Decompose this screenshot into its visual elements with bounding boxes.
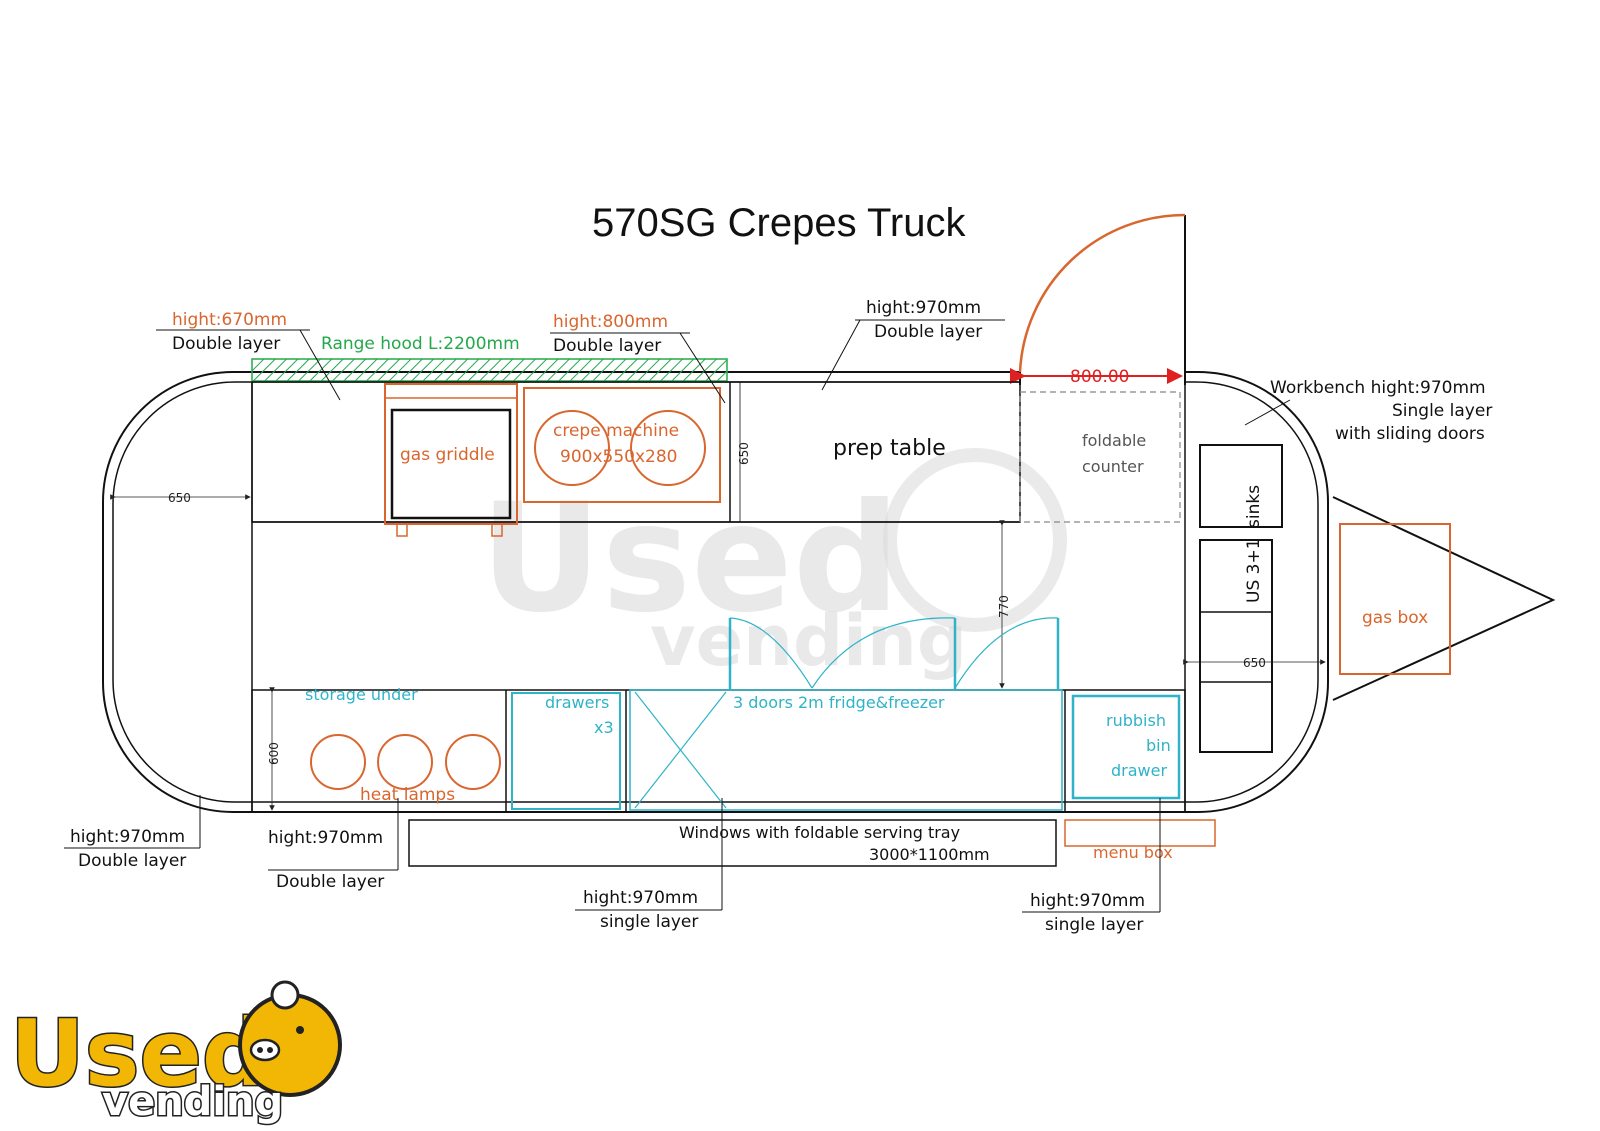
rubbish-label-1: rubbish: [1106, 711, 1166, 730]
gas-griddle-label: gas griddle: [400, 445, 495, 465]
prep-table-label: prep table: [833, 436, 946, 461]
lamps-layer-label: Double layer: [276, 872, 384, 892]
heat-lamp-icon: [445, 734, 501, 790]
workbench-label-3: with sliding doors: [1335, 424, 1485, 444]
crepe-machine: crepe machine 900x550x280: [523, 387, 721, 503]
door-swing-arc: [1018, 213, 1186, 373]
sink-depth-dim: 650: [1243, 656, 1266, 670]
heat-lamps-label: heat lamps: [360, 785, 455, 805]
serving-window: [408, 819, 1057, 867]
counter-depth-dim: 650: [737, 442, 751, 465]
crepe-height-label: hight:800mm: [553, 312, 668, 332]
aisle-dim: 770: [997, 595, 1011, 618]
menu-box: [1064, 819, 1216, 847]
sinks-label: sinks: [1244, 485, 1264, 528]
sinks: sinks US 3+1: [1199, 444, 1283, 753]
lower-depth-dim: 600: [267, 742, 281, 765]
watermark-pig-icon: [883, 448, 1067, 632]
drawers-height-label: hight:970mm: [583, 888, 698, 908]
drawers-layer-label: single layer: [600, 912, 698, 932]
lamps-height-label: hight:970mm: [268, 828, 383, 848]
page-title: 570SG Crepes Truck: [592, 201, 966, 245]
sinks-count-label: US 3+1: [1244, 538, 1264, 603]
rubbish-label-2: bin: [1146, 736, 1171, 755]
foldable-label-1: foldable: [1082, 431, 1146, 450]
watermark-sub: vending: [650, 600, 967, 682]
bl-height-label: hight:970mm: [70, 827, 185, 847]
griddle-height-label: hight:670mm: [172, 310, 287, 330]
windows-label: Windows with foldable serving tray: [679, 823, 960, 842]
prep-layer-label: Double layer: [874, 322, 982, 342]
logo-sub: vending: [102, 1079, 283, 1125]
drawers-label: drawers: [545, 693, 609, 712]
fridge-freezer: 3 doors 2m fridge&freezer: [629, 617, 1063, 811]
rubbish-bin-drawer: [1071, 694, 1181, 800]
bl-layer-label: Double layer: [78, 851, 186, 871]
gas-box-label: gas box: [1362, 608, 1428, 628]
fridge-label: 3 doors 2m fridge&freezer: [733, 693, 945, 712]
workbench-label-2: Single layer: [1392, 401, 1492, 421]
prep-height-label: hight:970mm: [866, 298, 981, 318]
crepe-machine-size: 900x550x280: [560, 447, 677, 467]
menu-box-label: menu box: [1093, 843, 1173, 862]
workbench-label-1: Workbench hight:970mm: [1270, 378, 1486, 398]
griddle-layer-label: Double layer: [172, 334, 280, 354]
used-vending-logo: Used vending: [9, 980, 342, 1127]
drawers: [511, 692, 621, 810]
rubbish-label-3: drawer: [1111, 761, 1167, 780]
windows-size: 3000*1100mm: [869, 845, 990, 864]
foldable-label-2: counter: [1082, 457, 1144, 476]
rubbish-layer-label: single layer: [1045, 915, 1143, 935]
trailer-hitch: [1332, 496, 1556, 701]
dollar-coin-icon: [270, 980, 300, 1010]
range-hood-label: Range hood L:2200mm: [321, 334, 520, 354]
foldable-counter: [1019, 391, 1181, 523]
logo-word: Used: [10, 1000, 268, 1107]
heat-lamp-icon: [377, 734, 433, 790]
storage-label: storage under: [305, 685, 418, 704]
rubbish-height-label: hight:970mm: [1030, 891, 1145, 911]
crepe-layer-label: Double layer: [553, 336, 661, 356]
left-depth-dim: 650: [168, 491, 191, 505]
gas-griddle: gas griddle: [384, 383, 518, 537]
gas-box: [1339, 523, 1451, 675]
crepe-machine-label: crepe machine: [553, 421, 679, 441]
door-width-label: 800.00: [1070, 367, 1129, 387]
heat-lamp-icon: [310, 734, 366, 790]
range-hood: [251, 358, 728, 382]
watermark: Used vending: [480, 448, 1067, 682]
drawers-count: x3: [594, 718, 614, 737]
